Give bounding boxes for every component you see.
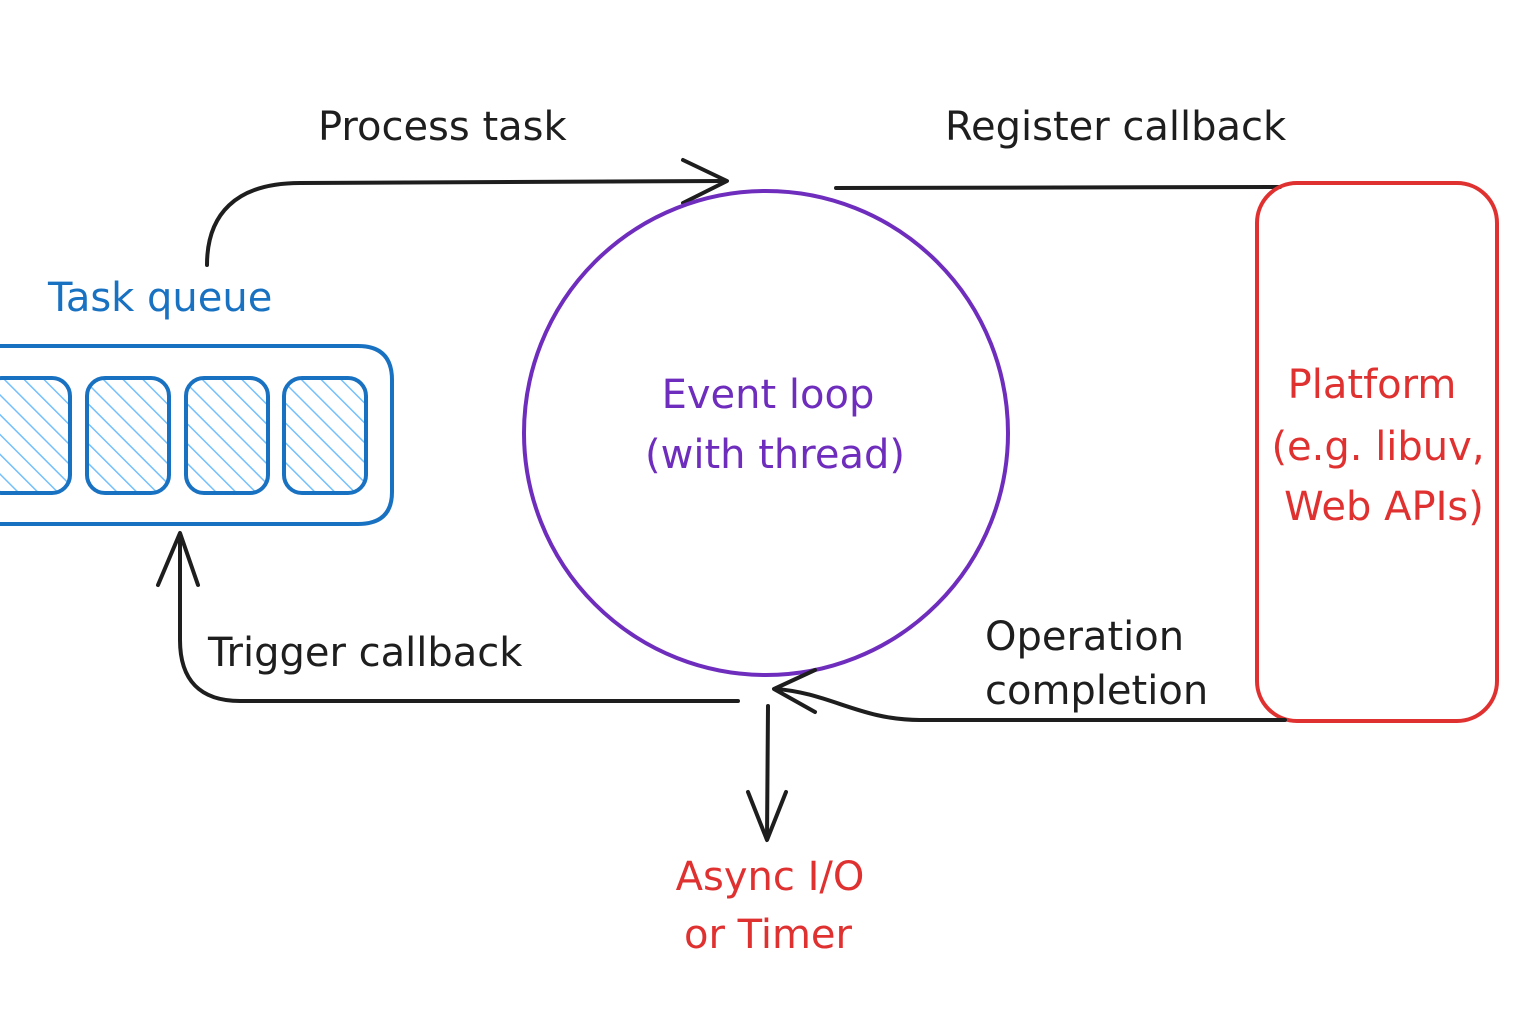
register-callback-label: Register callback — [945, 104, 1287, 150]
platform-box — [1255, 181, 1499, 723]
task-queue — [0, 344, 394, 526]
event-loop-circle — [522, 189, 1010, 677]
platform-label-line1: Platform — [1288, 362, 1457, 408]
task-slot — [282, 376, 368, 495]
event-loop-label-line2: (with thread) — [645, 432, 905, 478]
register-callback-arrow — [834, 185, 1282, 190]
process-task-arrow — [205, 158, 729, 267]
operation-completion-arrow — [772, 668, 1287, 722]
task-slot — [184, 376, 270, 495]
process-task-label: Process task — [318, 104, 567, 150]
async-io-label-line1: Async I/O — [676, 854, 865, 900]
async-io-label-line2: or Timer — [684, 912, 853, 958]
platform-label-line2: (e.g. libuv, — [1271, 424, 1484, 470]
task-slot — [85, 376, 171, 495]
task-slot — [0, 376, 72, 495]
trigger-callback-arrow — [156, 531, 740, 703]
async-io-arrow — [746, 704, 788, 842]
trigger-callback-label: Trigger callback — [207, 630, 523, 676]
event-loop-label-line1: Event loop — [662, 372, 875, 418]
operation-completion-label-line2: completion — [985, 668, 1208, 714]
operation-completion-label-line1: Operation — [985, 614, 1184, 660]
platform-label-line3: Web APIs) — [1284, 484, 1484, 530]
task-queue-label: Task queue — [47, 275, 272, 321]
